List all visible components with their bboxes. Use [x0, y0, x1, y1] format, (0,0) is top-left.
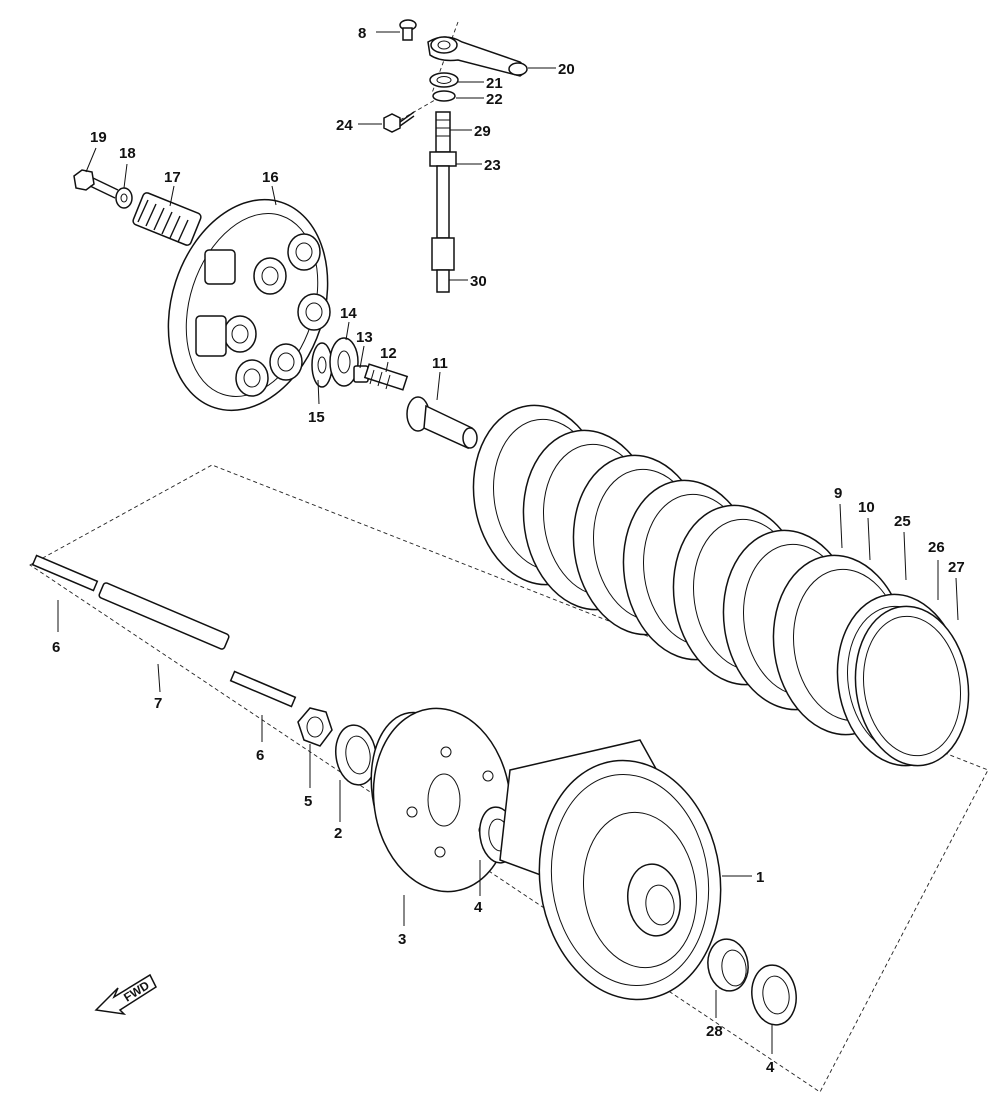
part-23-release-shaft: [429, 111, 457, 293]
label-part-25: 25: [894, 513, 911, 530]
part-24-bolt: [383, 111, 415, 133]
part-4-thrust-washer-lower: [751, 964, 797, 1026]
part-19-bolt: [73, 169, 119, 199]
label-part-21: 21: [486, 75, 503, 92]
part-20-clutch-lever: [427, 36, 528, 77]
part-16-pressure-plate: [167, 198, 331, 412]
part-12-push-rod: [363, 363, 409, 391]
part-6-push-rod-upper: [31, 554, 99, 592]
label-part-30: 30: [470, 273, 487, 290]
part-6-push-rod-lower: [229, 670, 297, 708]
label-part-14: 14: [340, 305, 357, 322]
label-part-20: 20: [558, 61, 575, 78]
label-part-8: 8: [358, 25, 366, 42]
label-part-6-lower: 6: [256, 747, 264, 764]
label-part-16: 16: [262, 169, 279, 186]
part-18-washer: [115, 187, 133, 209]
part-17-clutch-spring: [132, 192, 202, 246]
part-3-clutch-center: [370, 707, 512, 893]
label-part-29: 29: [474, 123, 491, 140]
part-7-long-push-rod: [98, 582, 230, 650]
label-part-2: 2: [334, 825, 342, 842]
part-8-screw: [399, 19, 417, 41]
fwd-direction-arrow: FWD: [94, 973, 157, 1016]
label-part-22: 22: [486, 91, 503, 108]
part-22-washer: [432, 90, 456, 102]
label-part-12: 12: [380, 345, 397, 362]
leader-lines: [57, 31, 959, 1054]
part-28-spacer: [707, 938, 749, 992]
label-part-4-lower: 4: [766, 1059, 775, 1076]
part-labels: 8 20 21 22 24 29 23 30 19 18 17 16 14 13…: [52, 25, 965, 1076]
label-part-27: 27: [948, 559, 965, 576]
label-part-18: 18: [119, 145, 136, 162]
label-part-3: 3: [398, 931, 406, 948]
part-21-oil-seal: [429, 72, 459, 88]
label-part-23: 23: [484, 157, 501, 174]
label-part-11: 11: [432, 355, 448, 372]
label-part-10: 10: [858, 499, 875, 516]
label-part-7: 7: [154, 695, 162, 712]
label-part-4-upper: 4: [474, 899, 483, 916]
label-part-6-upper: 6: [52, 639, 60, 656]
label-part-9: 9: [834, 485, 842, 502]
part-15-washer: [311, 342, 333, 388]
clutch-plate-stack: [472, 404, 970, 767]
part-1-clutch-housing: [499, 739, 722, 1001]
part-11-lifter-rod: [406, 396, 478, 450]
label-part-24: 24: [336, 117, 353, 134]
label-part-13: 13: [356, 329, 373, 346]
label-part-15: 15: [308, 409, 325, 426]
bolt-guide-24: [399, 99, 436, 121]
pressure-plate-bosses: [195, 233, 331, 397]
label-part-26: 26: [928, 539, 945, 556]
label-part-17: 17: [164, 169, 181, 186]
label-part-28: 28: [706, 1023, 723, 1040]
part-14-bearing: [329, 337, 359, 387]
label-part-1: 1: [756, 869, 764, 886]
part-5-nut: [297, 707, 333, 747]
label-part-19: 19: [90, 129, 107, 146]
label-part-5: 5: [304, 793, 312, 810]
